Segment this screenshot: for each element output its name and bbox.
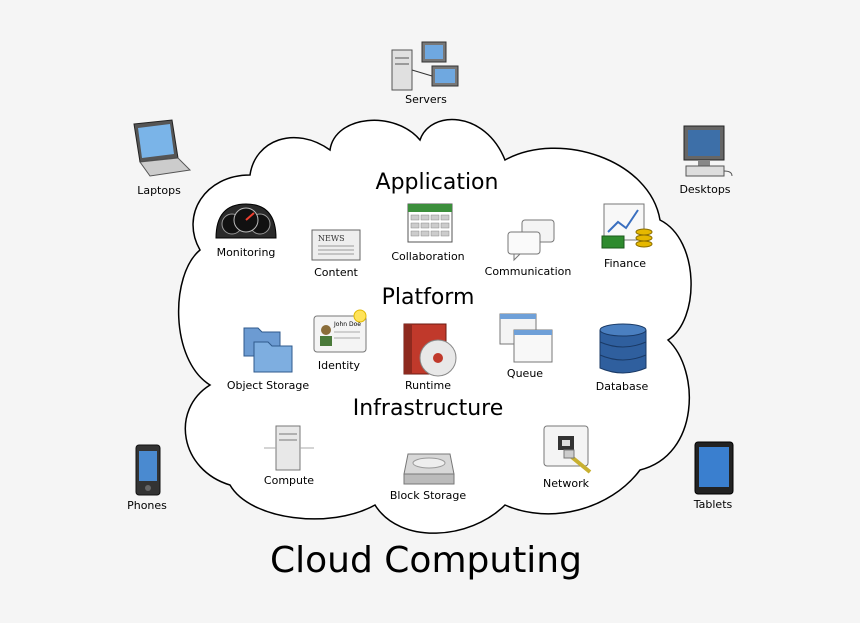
desktops-label: Desktops [679, 183, 731, 196]
network-icon [543, 425, 592, 474]
monitoring-label: Monitoring [216, 246, 276, 259]
tablet-icon [694, 441, 734, 495]
block-storage-label: Block Storage [389, 489, 467, 502]
block-storage-icon [403, 453, 455, 485]
phone-icon [135, 444, 161, 496]
news-text: NEWS [318, 234, 345, 243]
runtime-icon [403, 323, 457, 377]
object-storage-label: Object Storage [226, 379, 310, 392]
object-storage-icon [243, 327, 293, 373]
diagram-title: Cloud Computing [270, 540, 582, 581]
section-application: Application [375, 170, 499, 195]
communication-icon [507, 219, 555, 262]
identity-icon: John Doe [313, 309, 367, 353]
compute-label: Compute [263, 474, 315, 487]
finance-label: Finance [603, 257, 647, 270]
collaboration-icon [407, 203, 453, 243]
network-label: Network [543, 477, 589, 490]
queue-label: Queue [506, 367, 544, 380]
identity-label: Identity [317, 359, 361, 372]
phones-label: Phones [127, 499, 167, 512]
identity-card-name: John Doe [333, 321, 361, 328]
desktop-icon [683, 125, 733, 177]
content-label: Content [314, 266, 358, 279]
queue-icon [499, 313, 553, 363]
database-icon [599, 323, 647, 374]
runtime-label: Runtime [405, 379, 451, 392]
monitoring-icon [215, 203, 277, 239]
database-label: Database [595, 380, 649, 393]
section-platform: Platform [381, 285, 475, 310]
compute-icon [264, 425, 314, 471]
tablets-label: Tablets [693, 498, 733, 511]
finance-icon [601, 203, 653, 249]
servers-icon [391, 41, 459, 91]
section-infrastructure: Infrastructure [352, 396, 504, 421]
servers-label: Servers [405, 93, 447, 106]
communication-label: Communication [484, 265, 572, 278]
collaboration-label: Collaboration [391, 250, 465, 263]
content-icon: NEWS [311, 229, 361, 261]
laptops-label: Laptops [137, 184, 181, 197]
laptop-icon [133, 119, 192, 177]
